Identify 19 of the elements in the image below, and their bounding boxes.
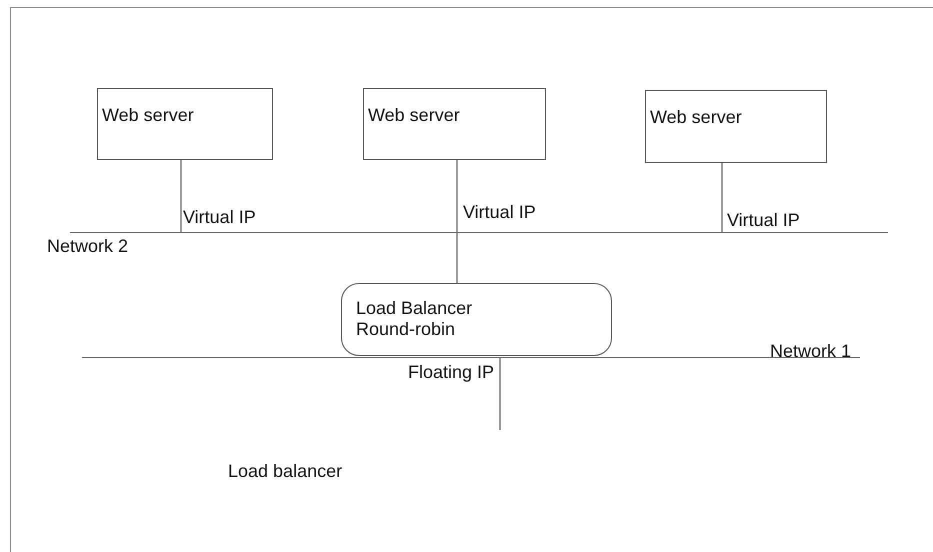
node-text: Web server [650,107,743,128]
server-box [97,88,273,160]
caption-label: Load balancer [228,461,342,482]
network-label: Network 2 [47,236,128,257]
network-line [82,357,860,358]
connector-line [456,160,458,232]
connector-line [721,163,723,232]
connector-line [180,160,182,232]
node-text: Load Balancer Round-robin [356,298,474,340]
network-line [70,232,888,233]
server-box [363,88,546,160]
network-label: Network 1 [770,341,852,362]
connector-line [456,233,458,283]
connector-line [499,358,501,430]
load-balancer-box [341,283,612,356]
node-text: Web server [102,105,195,126]
server-box [645,90,827,163]
node-text: Web server [368,105,461,126]
edge-label: Floating IP [408,362,494,383]
